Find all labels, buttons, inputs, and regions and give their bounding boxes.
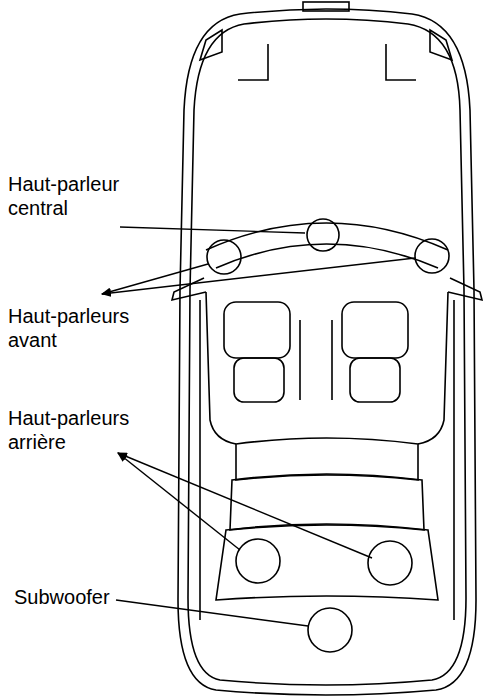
car-body <box>178 9 476 695</box>
front-seat <box>224 302 290 358</box>
front-speaker <box>207 240 241 274</box>
front-seat <box>350 358 400 402</box>
leader-line <box>102 258 415 294</box>
cabin-line <box>418 292 448 444</box>
headlight <box>430 30 452 60</box>
part-label: Haut-parleurs arrière <box>8 406 148 454</box>
front-seat <box>342 302 408 358</box>
rear-speaker <box>236 539 280 583</box>
leader-line <box>102 264 208 294</box>
front-speaker <box>415 239 449 273</box>
leader-line <box>118 453 240 550</box>
leader-line <box>116 600 308 626</box>
rear-shelf <box>216 524 438 600</box>
headlight <box>200 30 222 60</box>
part-label: Haut-parleurs avant <box>8 304 148 352</box>
mirror <box>448 278 482 300</box>
door-line <box>453 300 455 620</box>
rear-speaker <box>368 541 412 585</box>
console <box>300 320 332 400</box>
part-label: Subwoofer <box>14 585 144 609</box>
subwoofer-speaker <box>308 608 352 652</box>
front-seat <box>234 358 284 402</box>
leader-line <box>120 227 305 233</box>
hood-line <box>386 44 416 80</box>
part-label: Haut-parleur central <box>8 172 140 220</box>
cabin-line <box>206 292 236 444</box>
leader-line <box>118 453 372 558</box>
door-line <box>199 300 201 620</box>
car-body-inner <box>188 19 466 685</box>
mirror <box>172 278 206 300</box>
center-speaker <box>307 219 339 251</box>
windshield <box>216 244 438 268</box>
hood-line <box>238 44 268 80</box>
windshield <box>206 223 448 250</box>
rear-seat <box>230 474 424 530</box>
